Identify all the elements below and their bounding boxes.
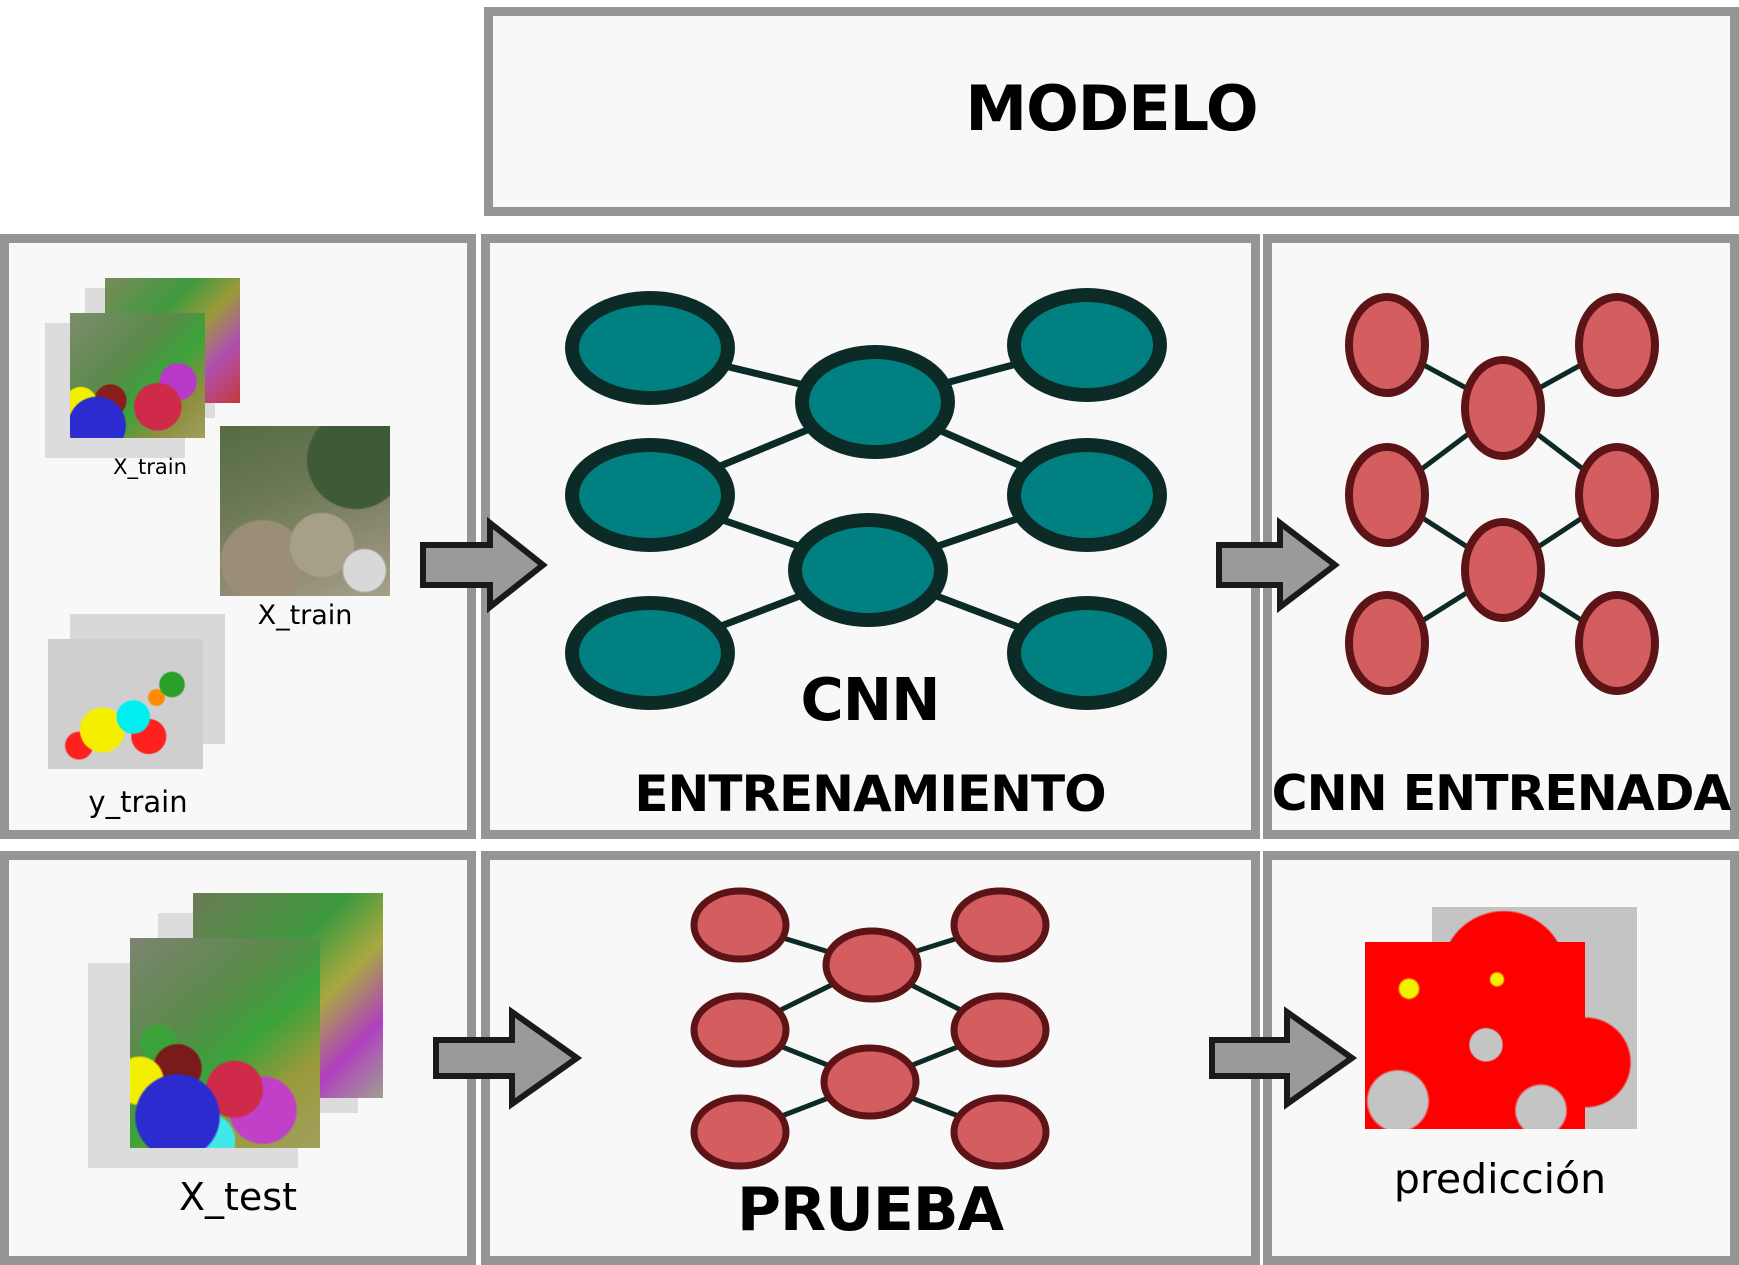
arrow-right-icon [433, 1006, 583, 1110]
arrow-right-icon [1209, 1006, 1358, 1110]
mask-layer-front [48, 639, 203, 769]
cnn-node [950, 1094, 1050, 1170]
x-test-stack [88, 893, 388, 1168]
cnn-node [1461, 356, 1545, 460]
cnn-node [565, 596, 735, 710]
prediction-label: predicción [1393, 1155, 1607, 1203]
stack-layer-front [70, 313, 205, 438]
trained-stage-label: CNN ENTRENADA [1271, 765, 1732, 822]
cnn-node [1575, 443, 1659, 547]
cnn-node [1007, 596, 1167, 710]
x-train-satellite-label: X_train [257, 600, 353, 631]
cnn-node [795, 345, 955, 459]
cnn-node [822, 927, 922, 1003]
page-title: MODELO [965, 72, 1258, 145]
cnn-node [1345, 591, 1429, 695]
training-stage-label: ENTRENAMIENTO [634, 765, 1106, 823]
cnn-network-training [565, 288, 1167, 710]
cnn-node [690, 1094, 790, 1170]
cnn-network-trained [1345, 293, 1659, 695]
satellite-image [220, 426, 390, 596]
modelo-header-panel [484, 7, 1739, 216]
cnn-node [690, 887, 790, 963]
training-network-label: CNN [800, 665, 940, 734]
cnn-node [565, 438, 735, 552]
arrow-right-icon [420, 516, 548, 614]
arrow-right-icon [1216, 516, 1340, 614]
x-train-stack-label: X_train [113, 455, 187, 479]
test-layer-front [130, 938, 320, 1148]
y-train-label: y_train [88, 785, 188, 819]
cnn-node [1575, 591, 1659, 695]
cnn-node [788, 513, 948, 627]
y-train-stack [48, 614, 228, 769]
x-train-stack [45, 278, 245, 458]
cnn-node [1345, 293, 1429, 397]
cnn-node [1007, 438, 1167, 552]
cnn-node [950, 992, 1050, 1068]
cnn-node [690, 992, 790, 1068]
cnn-network-testing [690, 887, 1050, 1170]
cnn-node [1575, 293, 1659, 397]
x-test-label: X_test [178, 1175, 297, 1219]
testing-stage-label: PRUEBA [736, 1175, 1004, 1245]
cnn-node [1461, 518, 1545, 622]
prediction-image [1365, 907, 1640, 1129]
cnn-node [565, 291, 735, 405]
x-train-satellite [220, 426, 390, 596]
cnn-node [1345, 443, 1429, 547]
cnn-node [1007, 288, 1167, 402]
cnn-node [950, 887, 1050, 963]
cnn-node [820, 1044, 920, 1120]
prediction-layer-front [1365, 942, 1585, 1129]
